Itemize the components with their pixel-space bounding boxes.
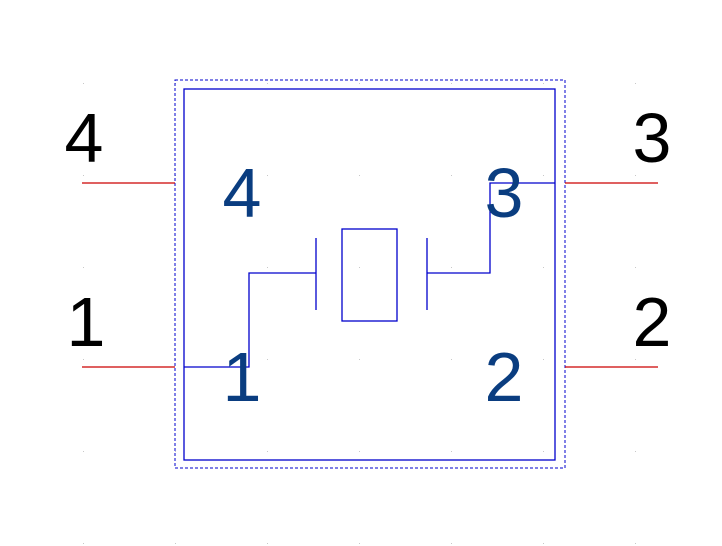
grid-dot bbox=[543, 83, 544, 84]
grid-dot bbox=[543, 359, 544, 360]
grid-dot bbox=[451, 83, 452, 84]
outer-pin-number-4: 4 bbox=[65, 99, 104, 177]
grid-dot bbox=[83, 267, 84, 268]
grid-dot bbox=[359, 267, 360, 268]
grid-dot bbox=[359, 175, 360, 176]
grid-dot bbox=[267, 451, 268, 452]
component-body[interactable] bbox=[183, 88, 556, 461]
grid-dot bbox=[451, 359, 452, 360]
grid-dot bbox=[359, 359, 360, 360]
grid-dot bbox=[83, 451, 84, 452]
grid-dot bbox=[83, 83, 84, 84]
grid-dot bbox=[83, 175, 84, 176]
grid-dot bbox=[359, 543, 360, 544]
grid-dot bbox=[267, 175, 268, 176]
grid-dot bbox=[543, 175, 544, 176]
inner-pin-number-2: 2 bbox=[485, 338, 524, 416]
grid-dot bbox=[267, 267, 268, 268]
grid-dot bbox=[267, 543, 268, 544]
grid-dot bbox=[451, 451, 452, 452]
grid-dot bbox=[359, 83, 360, 84]
grid-dot bbox=[635, 451, 636, 452]
inner-pin-number-4: 4 bbox=[223, 154, 262, 232]
grid-dot bbox=[175, 451, 176, 452]
crystal-right-lead bbox=[427, 182, 555, 274]
grid-dot bbox=[451, 543, 452, 544]
grid-dot bbox=[451, 267, 452, 268]
grid-dot bbox=[543, 267, 544, 268]
grid-dot bbox=[359, 451, 360, 452]
grid-dot bbox=[543, 543, 544, 544]
grid-dot bbox=[635, 175, 636, 176]
crystal-symbol bbox=[184, 182, 555, 368]
crystal-body bbox=[341, 228, 398, 322]
grid-dot bbox=[175, 267, 176, 268]
inner-pin-number-3: 3 bbox=[485, 154, 524, 232]
grid-dot bbox=[175, 543, 176, 544]
grid-dots bbox=[83, 83, 636, 544]
grid-dot bbox=[83, 543, 84, 544]
outer-pin-number-1: 1 bbox=[67, 283, 106, 361]
crystal-left-lead bbox=[184, 272, 316, 368]
grid-dot bbox=[635, 267, 636, 268]
selection-outline[interactable] bbox=[174, 79, 566, 469]
outer-pin-number-3: 3 bbox=[633, 99, 672, 177]
outer-pin-number-2: 2 bbox=[633, 283, 672, 361]
grid-dot bbox=[267, 83, 268, 84]
grid-dot bbox=[635, 83, 636, 84]
inner-pin-number-1: 1 bbox=[223, 338, 262, 416]
grid-dot bbox=[83, 359, 84, 360]
grid-dot bbox=[635, 543, 636, 544]
grid-dot bbox=[543, 451, 544, 452]
grid-dot bbox=[635, 359, 636, 360]
grid-dot bbox=[267, 359, 268, 360]
grid-dot bbox=[451, 175, 452, 176]
